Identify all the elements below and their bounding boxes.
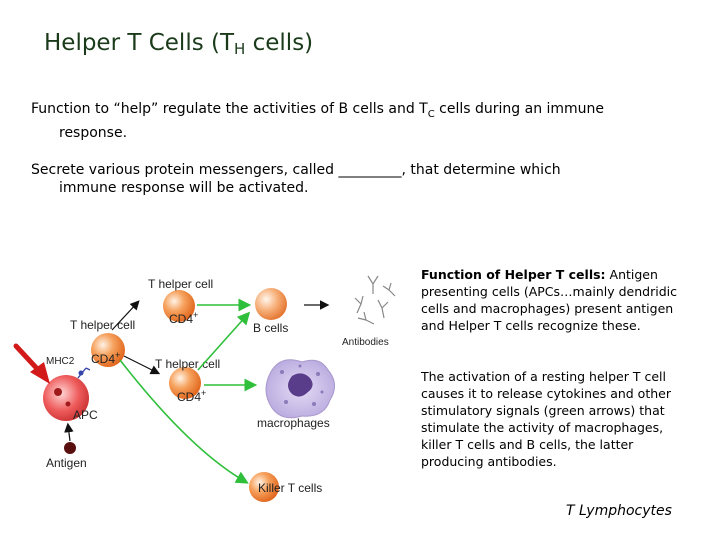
label-antibodies: Antibodies [342,337,389,348]
label-b-cells: B cells [253,321,288,335]
label-t-helper-top: T helper cell [148,277,213,291]
label-cd4-mid: CD4+ [177,388,206,404]
t-helper-cell-mid [169,367,201,399]
footer-label: T Lymphocytes [566,503,672,519]
paragraph-secrete: Secrete various protein messengers, call… [31,161,671,197]
slide-title: Helper T Cells (TH cells) [44,30,313,58]
mhc2-antigen-dot [78,370,84,376]
label-mhc2: MHC2 [46,356,75,367]
b-cell [255,288,287,320]
title-subscript: H [234,40,246,58]
green-arrow-to-bcell-2 [197,311,251,371]
title-end: cells) [245,30,314,56]
label-apc: APC [73,408,98,422]
side-note-activation: The activation of a resting helper T cel… [421,369,671,469]
para2-text-b: immune response will be activated. [59,180,309,196]
label-cd4-top: CD4+ [169,310,198,326]
label-killer-t-cells: Killer T cells [258,481,322,495]
black-arrow-activation [111,300,140,331]
antigen-particle [64,442,76,454]
label-cd4-left: CD4+ [91,350,120,366]
para1-text-a: Function to “help” regulate the activiti… [31,101,428,117]
para1-text-c: response. [59,124,128,141]
killer-t-cell [249,472,279,502]
macrophage-cell [265,359,335,419]
para1-subscript: C [427,108,435,120]
label-macrophages: macrophages [257,416,330,430]
para1-text-b: cells during an immune [434,101,605,117]
para2-text-a: Secrete various protein messengers, call… [31,162,561,178]
antibodies-icon [354,275,396,325]
label-t-helper-left: T helper cell [70,318,135,332]
red-pointer-arrow-icon [13,343,50,384]
label-antigen: Antigen [46,456,87,470]
paragraph-function: Function to “help” regulate the activiti… [31,100,671,142]
black-arrow-to-mid-helper [123,355,161,375]
t-helper-cell-top [163,290,195,322]
black-arrow-antigen-to-apc [64,422,74,442]
apc-cell [43,375,89,421]
label-t-helper-mid: T helper cell [155,357,220,371]
side1-heading: Function of Helper T cells: [421,267,606,282]
t-helper-cell-left [91,333,125,367]
green-arrow-to-killer [119,359,249,484]
side-note-function: Function of Helper T cells: Antigen pres… [421,266,691,334]
title-main: Helper T Cells (T [44,30,235,56]
side1-body: Antigen presenting cells (APCs…mainly de… [421,267,677,333]
